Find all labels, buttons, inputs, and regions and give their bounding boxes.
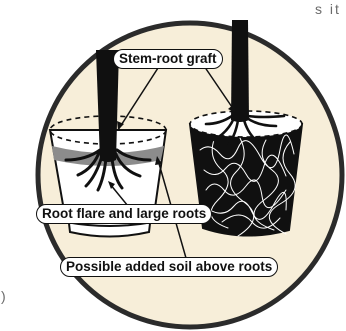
label-stem-root-graft: Stem-root graft <box>113 49 223 69</box>
label-added-soil: Possible added soil above roots <box>60 257 278 277</box>
label-root-flare: Root flare and large roots <box>36 204 212 224</box>
